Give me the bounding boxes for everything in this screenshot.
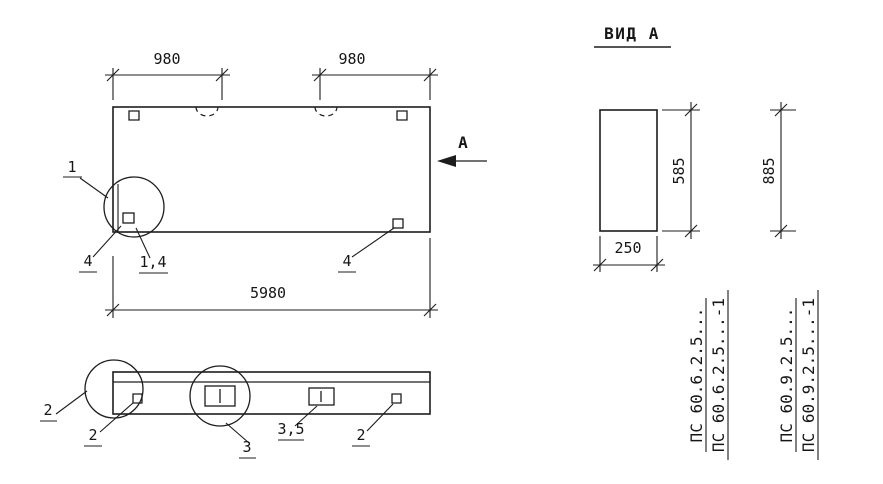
callout-pos-1-4: 1,4 [135,227,168,274]
panel-section-outline [599,109,658,232]
dim-label-250: 250 [614,239,641,257]
leader-line [352,403,394,447]
dimension-885: 885 [760,102,796,239]
dimension-980-right: 980 [312,50,438,100]
dim-label-980-left: 980 [153,50,180,68]
left-arrow-icon [437,155,456,167]
callout-label-1: 1 [67,158,76,176]
corner-anchor-square [122,212,135,224]
callout-pos-1: 1 [63,158,109,199]
leader-line [40,390,88,422]
callout-pos-2-mid: 2 [84,402,134,447]
leader-line [84,402,134,447]
dimension-lines [593,236,665,272]
dimension-980-left: 980 [105,50,230,100]
leader-line [278,405,318,441]
callout-pos-3-5: 3,5 [277,405,318,441]
mark-ps-60-9-2-5: ПС 60.9.2.5... [777,308,796,443]
callout-label-2-right: 2 [356,426,365,444]
dim-label-5980: 5980 [250,284,286,302]
dim-label-585: 585 [670,157,688,184]
callout-label-3-5: 3,5 [277,420,304,438]
dimension-lines [105,238,438,318]
leader-line [63,176,109,199]
callout-label-1-4: 1,4 [139,253,166,271]
mark-ps-60-9-2-5-1: ПС 60.9.2.5...-1 [799,298,818,452]
detail-circle-plan-mid [189,365,251,427]
dimension-585: 585 [662,102,700,239]
dimension-lines [770,102,796,239]
panel-outline-elevation [112,106,431,233]
panel-marks-60-6: ПС 60.6.2.5... ПС 60.6.2.5...-1 [687,290,729,460]
callout-pos-4-left: 4 [79,225,122,273]
view-a-title: ВИД А [604,24,660,43]
view-a: ВИД А 585 885 250 ПС 60.6.2.5... ПС 60.6… [593,24,819,460]
detail-circle-elevation [103,176,165,238]
direction-label-a: А [458,133,468,152]
mark-ps-60-6-2-5-1: ПС 60.6.2.5...-1 [709,298,728,452]
callout-label-4-left: 4 [83,252,92,270]
panel-marks-60-9: ПС 60.9.2.5... ПС 60.9.2.5...-1 [777,290,819,460]
panel-outline-plan [112,371,431,415]
leader-line [135,227,168,274]
callout-label-2-left: 2 [43,401,52,419]
anchor-squares-top [128,110,408,121]
dimension-lines [105,68,230,100]
plan-view [84,359,431,427]
callout-pos-2-right: 2 [352,403,394,447]
detail-circle-plan-left [84,359,144,419]
dimension-lines [662,102,700,239]
dim-label-885: 885 [760,157,778,184]
dim-label-980-right: 980 [338,50,365,68]
leader-line [79,225,122,273]
opening-2 [308,387,335,406]
dimension-5980: 5980 [105,238,438,318]
mark-ps-60-6-2-5: ПС 60.6.2.5... [687,308,706,443]
callout-label-2-mid: 2 [88,426,97,444]
anchor-square-bottom-right [392,218,404,229]
callout-label-3: 3 [242,438,251,456]
dimension-lines [312,68,438,100]
view-direction-a: А [437,133,487,167]
callout-pos-2-left: 2 [40,390,88,422]
opening-1 [204,385,236,407]
elevation-view [103,106,431,238]
leader-line [338,227,395,273]
callout-pos-3: 3 [225,422,256,459]
opening-outline [308,387,335,406]
callout-pos-4-right: 4 [338,227,395,273]
hidden-lifting-loops [195,106,338,117]
opening-outline [204,385,236,407]
leader-line [225,422,256,459]
callout-label-4-right: 4 [342,252,351,270]
dimension-250: 250 [593,236,665,272]
anchor-squares-plan [132,393,402,404]
